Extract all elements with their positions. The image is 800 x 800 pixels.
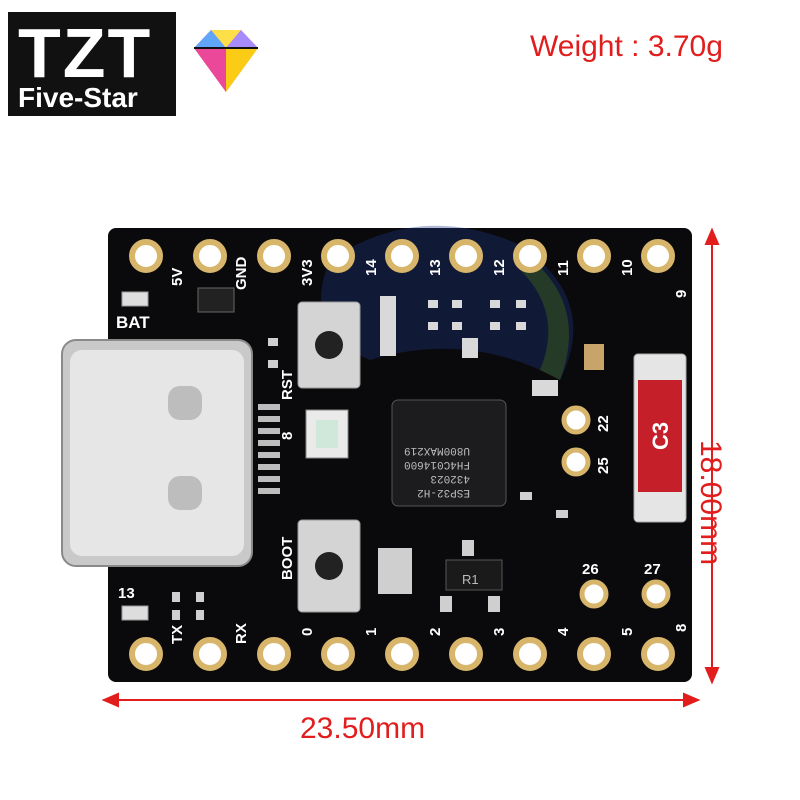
boot-label: BOOT: [279, 537, 296, 580]
brand-logo: TZT Five-Star: [8, 12, 276, 116]
pin-label-5: 5: [619, 628, 636, 636]
r1-label: R1: [462, 572, 479, 587]
usb-c-connector: [61, 339, 253, 567]
rgb-led: [305, 409, 349, 459]
pin-label-0: 0: [299, 628, 316, 636]
led-13: [121, 605, 149, 621]
pin-label-5v: 5V: [169, 268, 186, 286]
chip-text-line4: U800MAX219: [404, 444, 470, 456]
pin-label-11: 11: [555, 260, 572, 276]
pin-label-8: 8: [673, 624, 690, 632]
test-pads: [561, 405, 671, 609]
c3-label: C3: [648, 422, 673, 450]
bat-led: [121, 291, 149, 307]
pcb-body: [108, 228, 692, 682]
c3-antenna: [633, 353, 687, 523]
width-dimension-arrow: [101, 692, 701, 708]
led13-label: 13: [118, 585, 135, 602]
pad-label-25: 25: [595, 457, 612, 474]
logo-subtitle: Five-Star: [18, 82, 138, 113]
rst-label: RST: [279, 370, 296, 400]
pin-label-9: 9: [673, 290, 690, 298]
chip-text-line2: 432023: [430, 472, 470, 484]
pin-label-rx: RX: [233, 623, 250, 644]
pin-label-3v3: 3V3: [299, 259, 316, 286]
reset-button: [297, 301, 361, 389]
top-pin-row: [129, 239, 675, 273]
chip-text-line1: ESP32-H2: [417, 486, 470, 498]
pin-label-12: 12: [491, 259, 508, 276]
bat-label: BAT: [116, 313, 150, 332]
logo-brand: TZT: [18, 14, 153, 92]
pin-label-gnd: GND: [233, 257, 250, 291]
pin-label-2: 2: [427, 628, 444, 636]
led8-label: 8: [279, 432, 296, 440]
misc-smd: [172, 338, 568, 620]
boot-button: [297, 519, 361, 613]
esp32-h2-chip: [391, 399, 507, 507]
usb-pad-comb: [258, 404, 280, 494]
pin-label-tx: TX: [169, 625, 186, 644]
logo-gem-panel: [176, 12, 276, 116]
r1-component: [440, 540, 503, 612]
board-watermark: [321, 225, 574, 380]
pad-label-22: 22: [595, 415, 612, 432]
smd-components: [197, 287, 604, 594]
chip-text-line3: FH4C014600: [404, 458, 470, 470]
pad-label-27: 27: [644, 561, 661, 578]
pin-label-14: 14: [363, 259, 380, 276]
pin-label-4: 4: [555, 627, 572, 636]
pin-label-3: 3: [491, 628, 508, 636]
height-dimension-label: 18.00mm: [694, 440, 727, 566]
pad-label-26: 26: [582, 561, 599, 578]
width-dimension-label: 23.50mm: [300, 712, 426, 745]
weight-label: Weight : 3.70g: [530, 30, 723, 63]
pin-label-10: 10: [619, 259, 636, 276]
pin-label-13: 13: [427, 259, 444, 276]
bottom-pin-row: [129, 637, 675, 671]
pin-label-1: 1: [363, 628, 380, 636]
diamond-icon: [194, 30, 258, 92]
